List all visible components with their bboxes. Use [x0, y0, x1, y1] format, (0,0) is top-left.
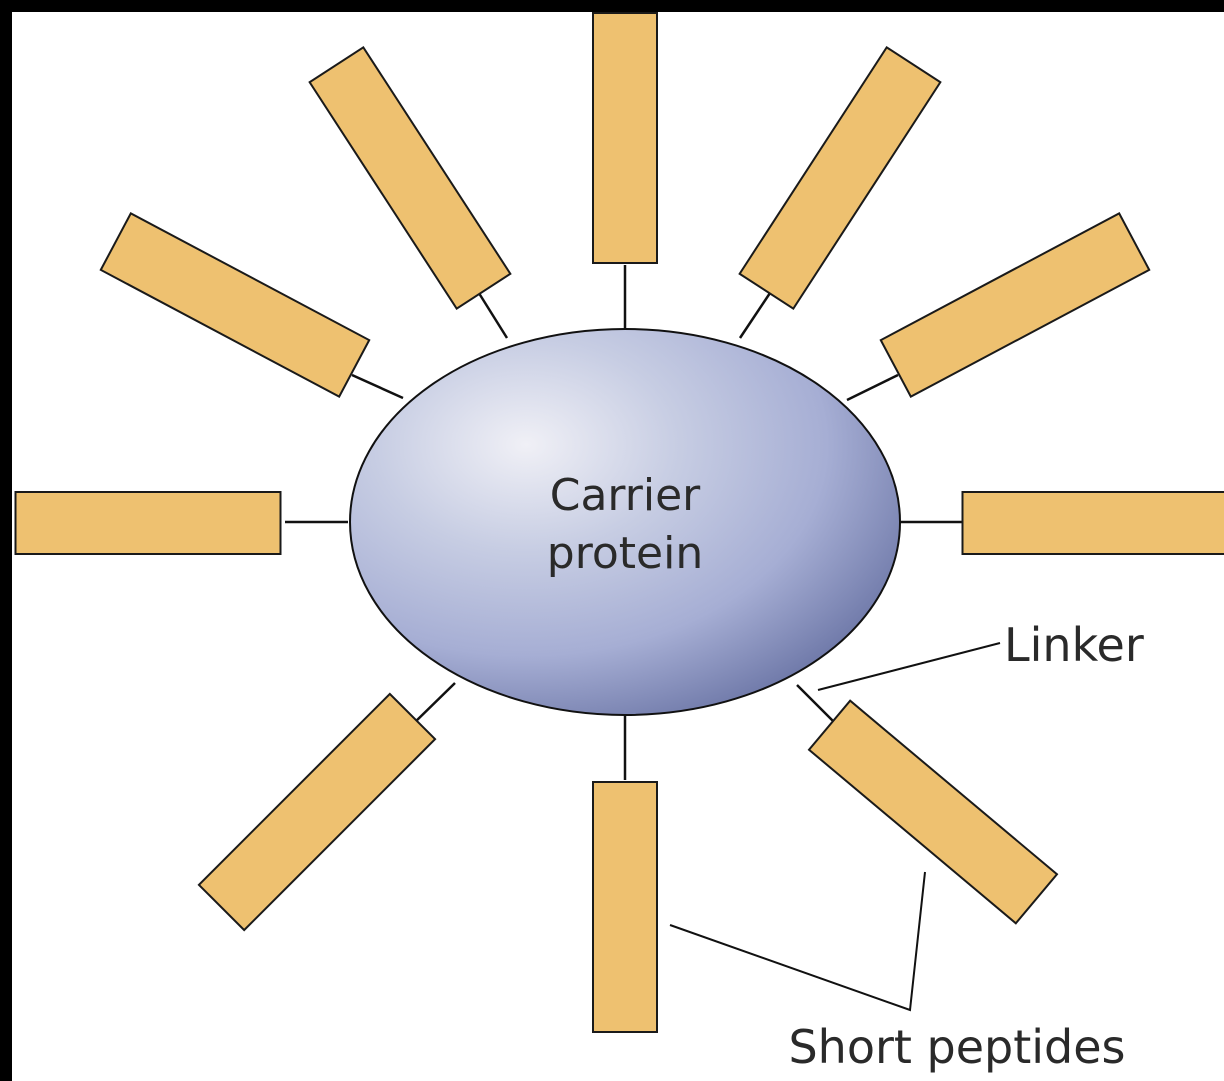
peptide-right-upper	[879, 212, 1151, 398]
linker-top-left	[475, 289, 509, 339]
peptide-left	[14, 491, 282, 555]
peptides-group	[14, 12, 1224, 1033]
linker-top-right	[738, 289, 774, 339]
peptides-leader-line	[669, 871, 926, 1012]
peptide-right	[961, 491, 1224, 555]
carrier-label-line1: Carrier	[550, 470, 701, 521]
carrier-label-line2: protein	[547, 528, 703, 579]
peptide-bottom-right	[807, 699, 1059, 925]
peptide-top-right	[738, 45, 942, 311]
peptide-top-left	[308, 45, 512, 311]
linker-left-upper	[351, 373, 404, 400]
carrier-protein	[349, 328, 901, 716]
peptide-bottom	[592, 781, 658, 1033]
peptide-top	[592, 12, 658, 264]
peptide-left-upper	[99, 212, 371, 398]
short-peptides-label: Short peptides	[788, 1020, 1125, 1074]
linker-label: Linker	[1004, 618, 1144, 672]
linker-leader-line	[817, 642, 1001, 691]
peptide-left-lower	[197, 692, 437, 932]
linker-left-lower	[411, 682, 456, 726]
linker-right-upper	[846, 373, 899, 402]
